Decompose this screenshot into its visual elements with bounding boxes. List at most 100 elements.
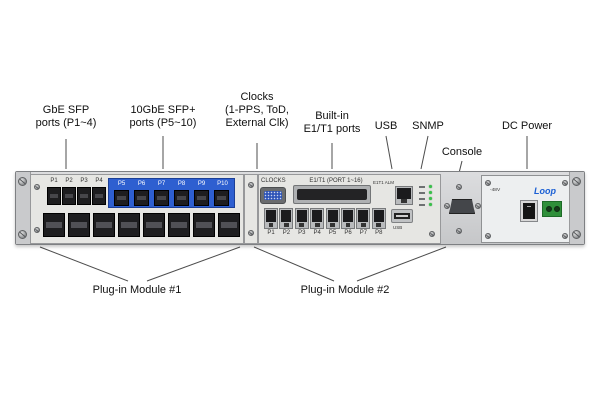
led-indicator (419, 202, 439, 208)
panel-screw (562, 233, 568, 239)
sfp-plus-cage (154, 190, 169, 206)
sfp-cage (92, 187, 106, 205)
sfp-cage (47, 187, 61, 205)
sfp-port-label: P3 (80, 178, 88, 184)
rj45-port (341, 208, 355, 229)
rj45-port-label: P7 (359, 230, 368, 236)
sfp-cage (143, 213, 165, 237)
brand-logo: Loop (534, 186, 556, 196)
power-switch (520, 200, 538, 222)
sfp-plus-cage (114, 190, 129, 206)
sfp-cage (77, 187, 91, 205)
bracket-line (146, 246, 241, 282)
panel-screw (485, 180, 491, 186)
panel-screw (248, 230, 254, 236)
sfp-port-label: P1 (50, 178, 58, 184)
rj45-port-label: P4 (313, 230, 321, 236)
rj45-port-label: P1 (267, 230, 275, 236)
panel-screw (485, 233, 491, 239)
voltage-label: -48V (490, 188, 501, 193)
sfp-plus-port-label: P10 (217, 181, 228, 187)
panel-screw (248, 182, 254, 188)
sfp-cage (43, 213, 65, 237)
annotation-dc-power: DC Power (501, 120, 553, 132)
annotation-plugin-module-2: Plug-in Module #2 (300, 284, 390, 296)
console-connector (449, 199, 475, 214)
connector-screw (475, 203, 481, 209)
annotation-console: Console (441, 146, 483, 158)
clock-connector (260, 187, 286, 204)
sfp-cage (62, 187, 76, 205)
rj45-port-label: P5 (328, 230, 337, 236)
alm-label: E1T1 ALM (373, 181, 395, 186)
rj45-port (264, 208, 278, 229)
sfp-plus-port-label: P8 (177, 181, 186, 187)
sfp-cage (218, 213, 240, 237)
usb-port (391, 209, 413, 223)
panel-screw (456, 228, 462, 234)
clocks-label: CLOCKS (261, 178, 286, 184)
bracket-line (39, 246, 129, 282)
device-chassis: P1 P2 P3 P4 P5 P6 P7 P8 P9 P10 (15, 171, 585, 245)
panel-screw (429, 231, 435, 237)
bracket-line (356, 246, 447, 282)
annotation-plugin-module-1: Plug-in Module #1 (92, 284, 182, 296)
e1t1-connector (293, 185, 371, 204)
sfp-plus-panel: P5 P6 P7 P8 P9 P10 (108, 178, 235, 208)
annotation-sfp-plus: 10GbE SFP+ ports (P5~10) (129, 104, 197, 129)
annotation-e1t1: Built-in E1/T1 ports (303, 110, 361, 135)
rj45-port-label: P3 (298, 230, 306, 236)
rj45-port (371, 208, 386, 229)
e1t1-label: E1/T1 (PORT 1~16) (309, 178, 363, 184)
rj45-port (294, 208, 309, 229)
usb-label: USB (393, 226, 403, 231)
mounting-screw (18, 230, 27, 239)
led-indicator (419, 184, 439, 190)
sfp-plus-port-label: P9 (197, 181, 206, 187)
sfp-cage (118, 213, 140, 237)
sfp-cage (168, 213, 190, 237)
dc-power-module: -48V Loop (481, 175, 571, 243)
mounting-ear-right (569, 172, 584, 244)
sfp-plus-cage (214, 190, 229, 206)
module2-panel: CLOCKS E1/T1 (PORT 1~16) E1T1 ALM P1 (258, 174, 441, 244)
divider-strip (244, 174, 258, 244)
mounting-ear-left (16, 172, 31, 244)
rj45-port-label: P2 (282, 230, 291, 236)
sfp-cage (68, 213, 90, 237)
annotation-clocks: Clocks (1-PPS, ToD, External Clk) (225, 91, 289, 129)
sfp-cage (93, 213, 115, 237)
sfp-plus-cage (174, 190, 189, 206)
rj45-port (325, 208, 340, 229)
panel-screw (34, 184, 40, 190)
annotation-gbe-sfp: GbE SFP ports (P1~4) (35, 104, 97, 129)
dc-terminal-block (542, 201, 562, 217)
rj45-port-label: P6 (344, 230, 352, 236)
panel-screw (562, 180, 568, 186)
sfp-plus-cage (194, 190, 209, 206)
sfp-plus-port-label: P5 (117, 181, 126, 187)
sfp-port-label: P2 (65, 178, 73, 184)
sfp-port-label: P4 (95, 178, 103, 184)
panel-screw (34, 227, 40, 233)
sfp-plus-port-label: P6 (137, 181, 146, 187)
sfp-plus-cage (134, 190, 149, 206)
led-indicator (419, 190, 439, 196)
rj45-port (279, 208, 294, 229)
sfp-cage (193, 213, 215, 237)
mounting-screw (18, 177, 27, 186)
led-indicator (419, 196, 439, 202)
rj45-port (356, 208, 371, 229)
leader-line (385, 135, 393, 170)
bracket-line (253, 246, 335, 282)
annotation-usb: USB (374, 120, 398, 132)
mounting-screw (572, 177, 581, 186)
rj45-port (310, 208, 325, 229)
panel-screw (456, 184, 462, 190)
connector-screw (444, 203, 450, 209)
mounting-screw (572, 230, 581, 239)
led-block (419, 184, 439, 210)
module1-panel: P1 P2 P3 P4 P5 P6 P7 P8 P9 P10 (30, 174, 244, 244)
snmp-port (395, 186, 413, 205)
